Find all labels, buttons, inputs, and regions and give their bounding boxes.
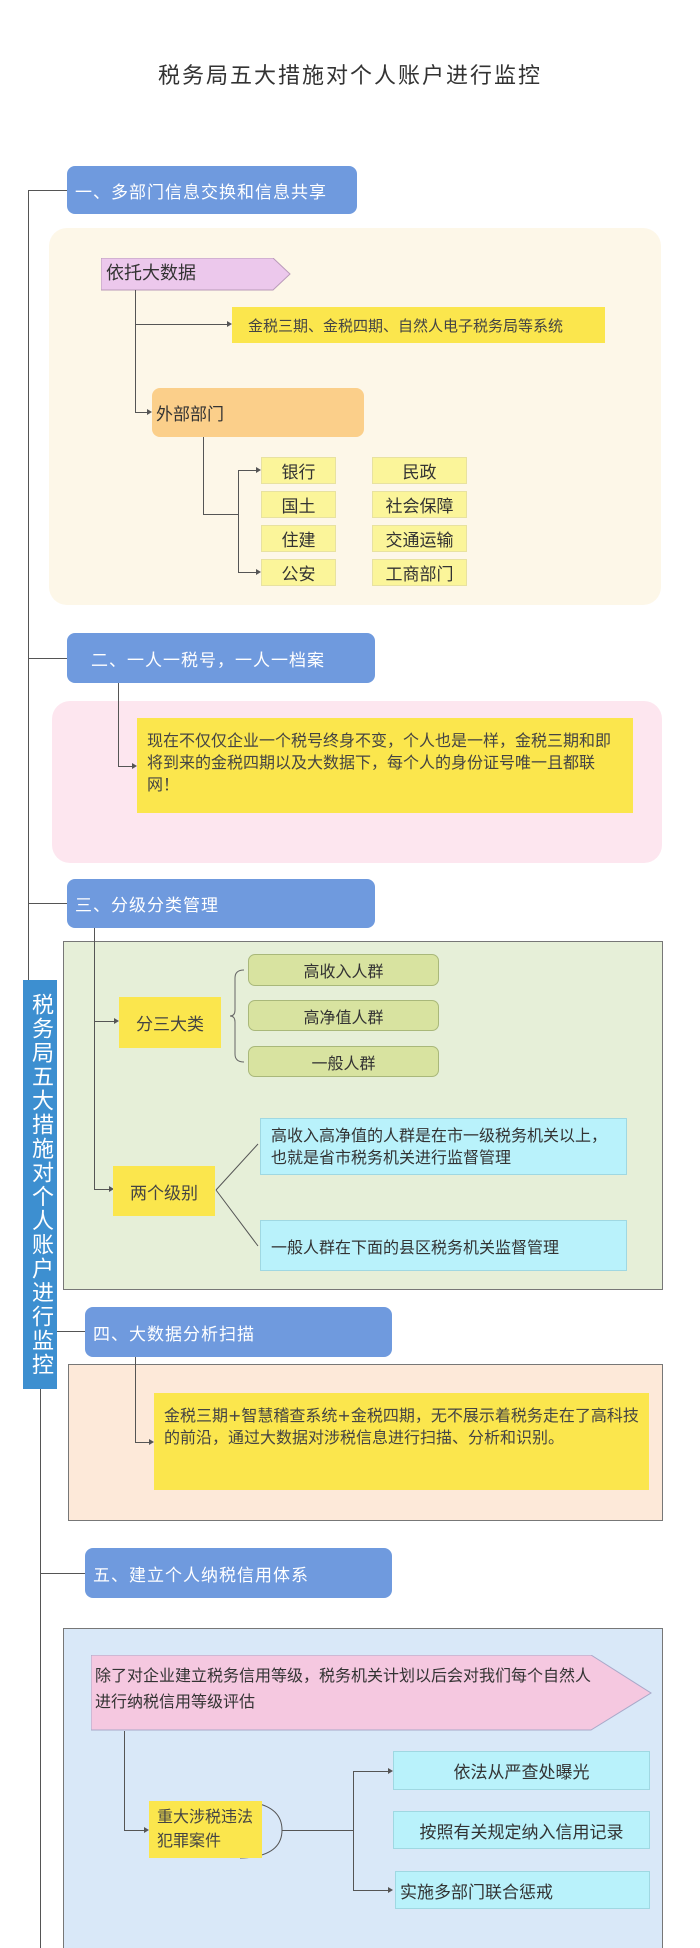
section-2-header: 二、一人一税号，一人一档案 (67, 633, 375, 683)
section-2-text: 现在不仅仅企业一个税号终身不变，个人也是一样，金税三期和即将到来的金税四期以及大… (137, 718, 633, 813)
action-expose: 依法从严查处曝光 (393, 1751, 650, 1790)
page-title: 税务局五大措施对个人账户进行监控 (157, 64, 542, 89)
trunk-line (28, 190, 29, 980)
section-3-header: 三、分级分类管理 (67, 879, 375, 928)
dept-police: 公安 (261, 559, 336, 586)
group-high-net-worth: 高净值人群 (248, 1000, 439, 1031)
three-categories-box: 分三大类 (119, 997, 221, 1048)
dept-transport: 交通运输 (372, 525, 467, 552)
big-data-arrow (101, 258, 291, 291)
connector (28, 903, 68, 904)
systems-box: 金税三期、金税四期、自然人电子税务局等系统 (232, 307, 605, 343)
action-credit-record: 按照有关规定纳入信用记录 (393, 1811, 650, 1849)
connector (28, 658, 68, 659)
connector (40, 1573, 85, 1574)
external-dept-box: 外部部门 (152, 388, 364, 437)
dept-social: 社会保障 (372, 491, 467, 518)
connector (40, 1331, 85, 1332)
dept-bank: 银行 (261, 457, 336, 484)
side-title: 税务局五大措施对个人账户进行监控 (23, 980, 57, 1389)
dept-housing: 住建 (261, 525, 336, 552)
level-county: 一般人群在下面的县区税务机关监督管理 (260, 1220, 627, 1271)
level-city: 高收入高净值的人群是在市一级税务机关以上，也就是省市税务机关进行监督管理 (260, 1118, 627, 1175)
level-arrows (215, 1143, 259, 1247)
group-high-income: 高收入人群 (248, 954, 439, 986)
trunk-line (40, 1389, 41, 1948)
connector (28, 190, 68, 191)
section-1-header: 一、多部门信息交换和信息共享 (67, 166, 357, 214)
dept-land: 国土 (261, 491, 336, 518)
group-general: 一般人群 (248, 1046, 439, 1077)
major-cases-box: 重大涉税违法犯罪案件 (149, 1801, 262, 1858)
section-5-header: 五、建立个人纳税信用体系 (85, 1548, 392, 1598)
dept-commerce: 工商部门 (372, 559, 467, 586)
section-4-text: 金税三期+智慧稽查系统+金税四期，无不展示着税务走在了高科技的前沿，通过大数据对… (154, 1393, 649, 1490)
section-4-header: 四、大数据分析扫描 (85, 1307, 392, 1357)
dept-civil: 民政 (372, 457, 467, 484)
brace (229, 969, 245, 1063)
section-5-text: 除了对企业建立税务信用等级，税务机关计划以后会对我们每个自然人进行纳税信用等级评… (95, 1666, 592, 1711)
two-levels-box: 两个级别 (113, 1166, 215, 1216)
action-joint-punishment: 实施多部门联合惩戒 (395, 1871, 650, 1909)
big-data-label: 依托大数据 (106, 263, 196, 284)
credit-arrow-shape (91, 1655, 652, 1731)
